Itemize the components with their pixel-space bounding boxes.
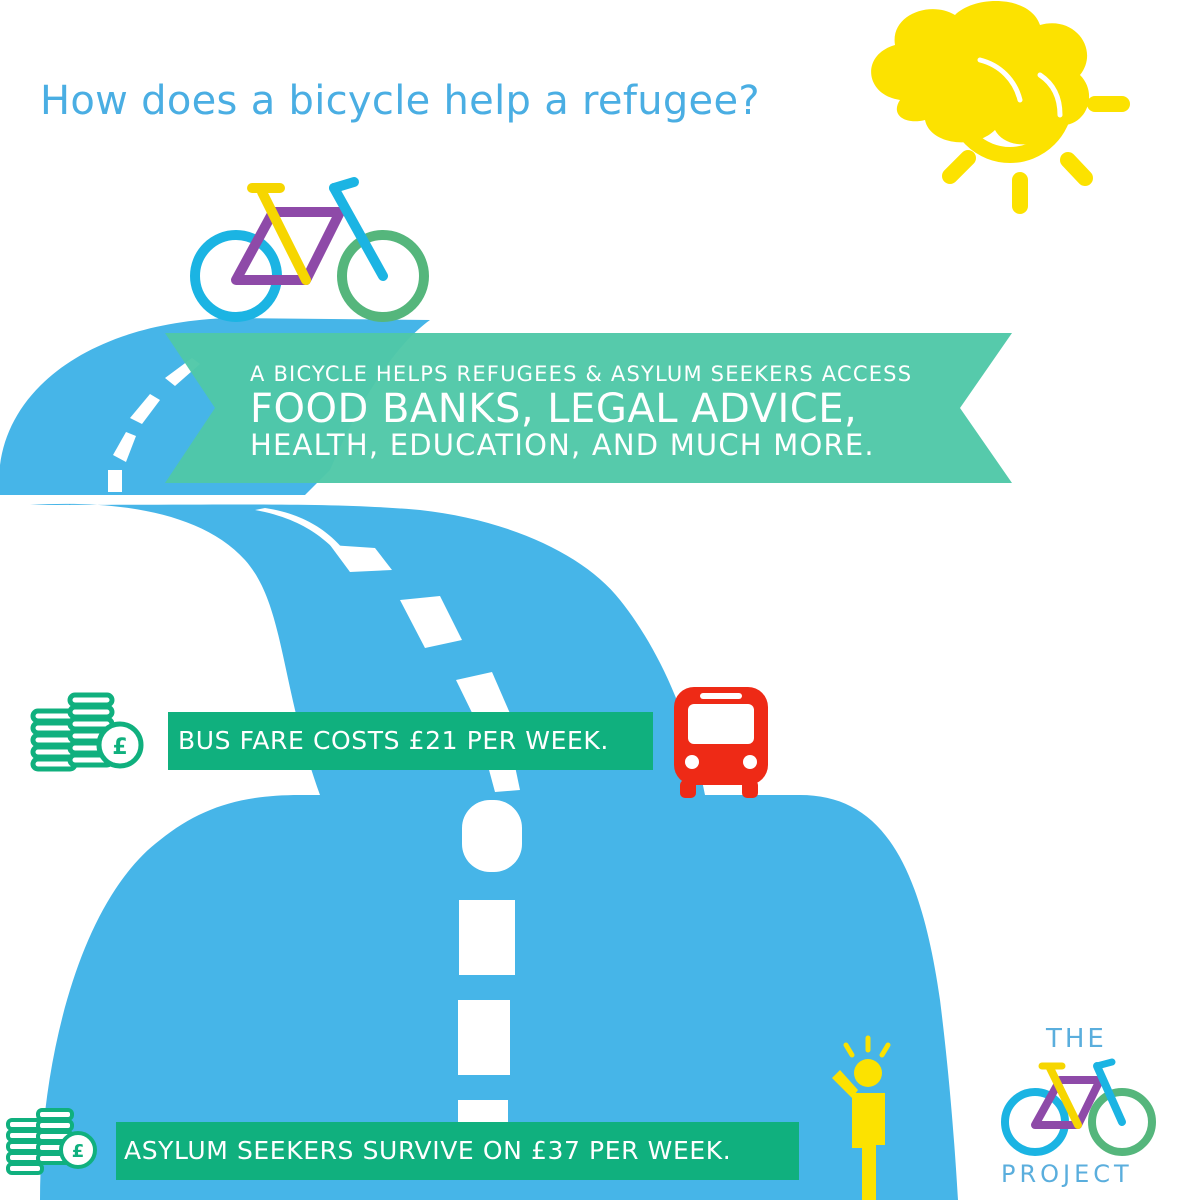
bus-fare-label: BUS FARE COSTS £21 PER WEEK. <box>168 712 653 770</box>
logo-word-project: PROJECT <box>1001 1160 1133 1188</box>
raising-hand-person-icon <box>832 1035 891 1200</box>
coin-stack-icon-small <box>6 1108 97 1175</box>
page-title: How does a bicycle help a refugee? <box>40 78 760 124</box>
asylum-support-label: ASYLUM SEEKERS SURVIVE ON £37 PER WEEK. <box>116 1122 799 1180</box>
banner-line-1: A BICYCLE HELPS REFUGEES & ASYLUM SEEKER… <box>250 362 913 386</box>
road-bottom-segment <box>40 795 958 1200</box>
cloud-icon <box>871 1 1090 145</box>
pound-symbol-2: £ <box>72 1141 85 1162</box>
banner-line-3: HEALTH, EDUCATION, AND MUCH MORE. <box>250 428 875 462</box>
bicycle-icon <box>190 177 429 322</box>
banner-line-2: FOOD BANKS, LEGAL ADVICE, <box>250 386 858 432</box>
info-banner <box>165 333 1012 483</box>
banner-text: A BICYCLE HELPS REFUGEES & ASYLUM SEEKER… <box>250 362 970 460</box>
logo-word-the: THE <box>1046 1024 1107 1054</box>
bus-icon <box>674 687 768 798</box>
project-logo-icon <box>1001 1058 1156 1156</box>
coin-stack-icon <box>30 692 144 772</box>
pound-symbol-1: £ <box>112 735 127 760</box>
